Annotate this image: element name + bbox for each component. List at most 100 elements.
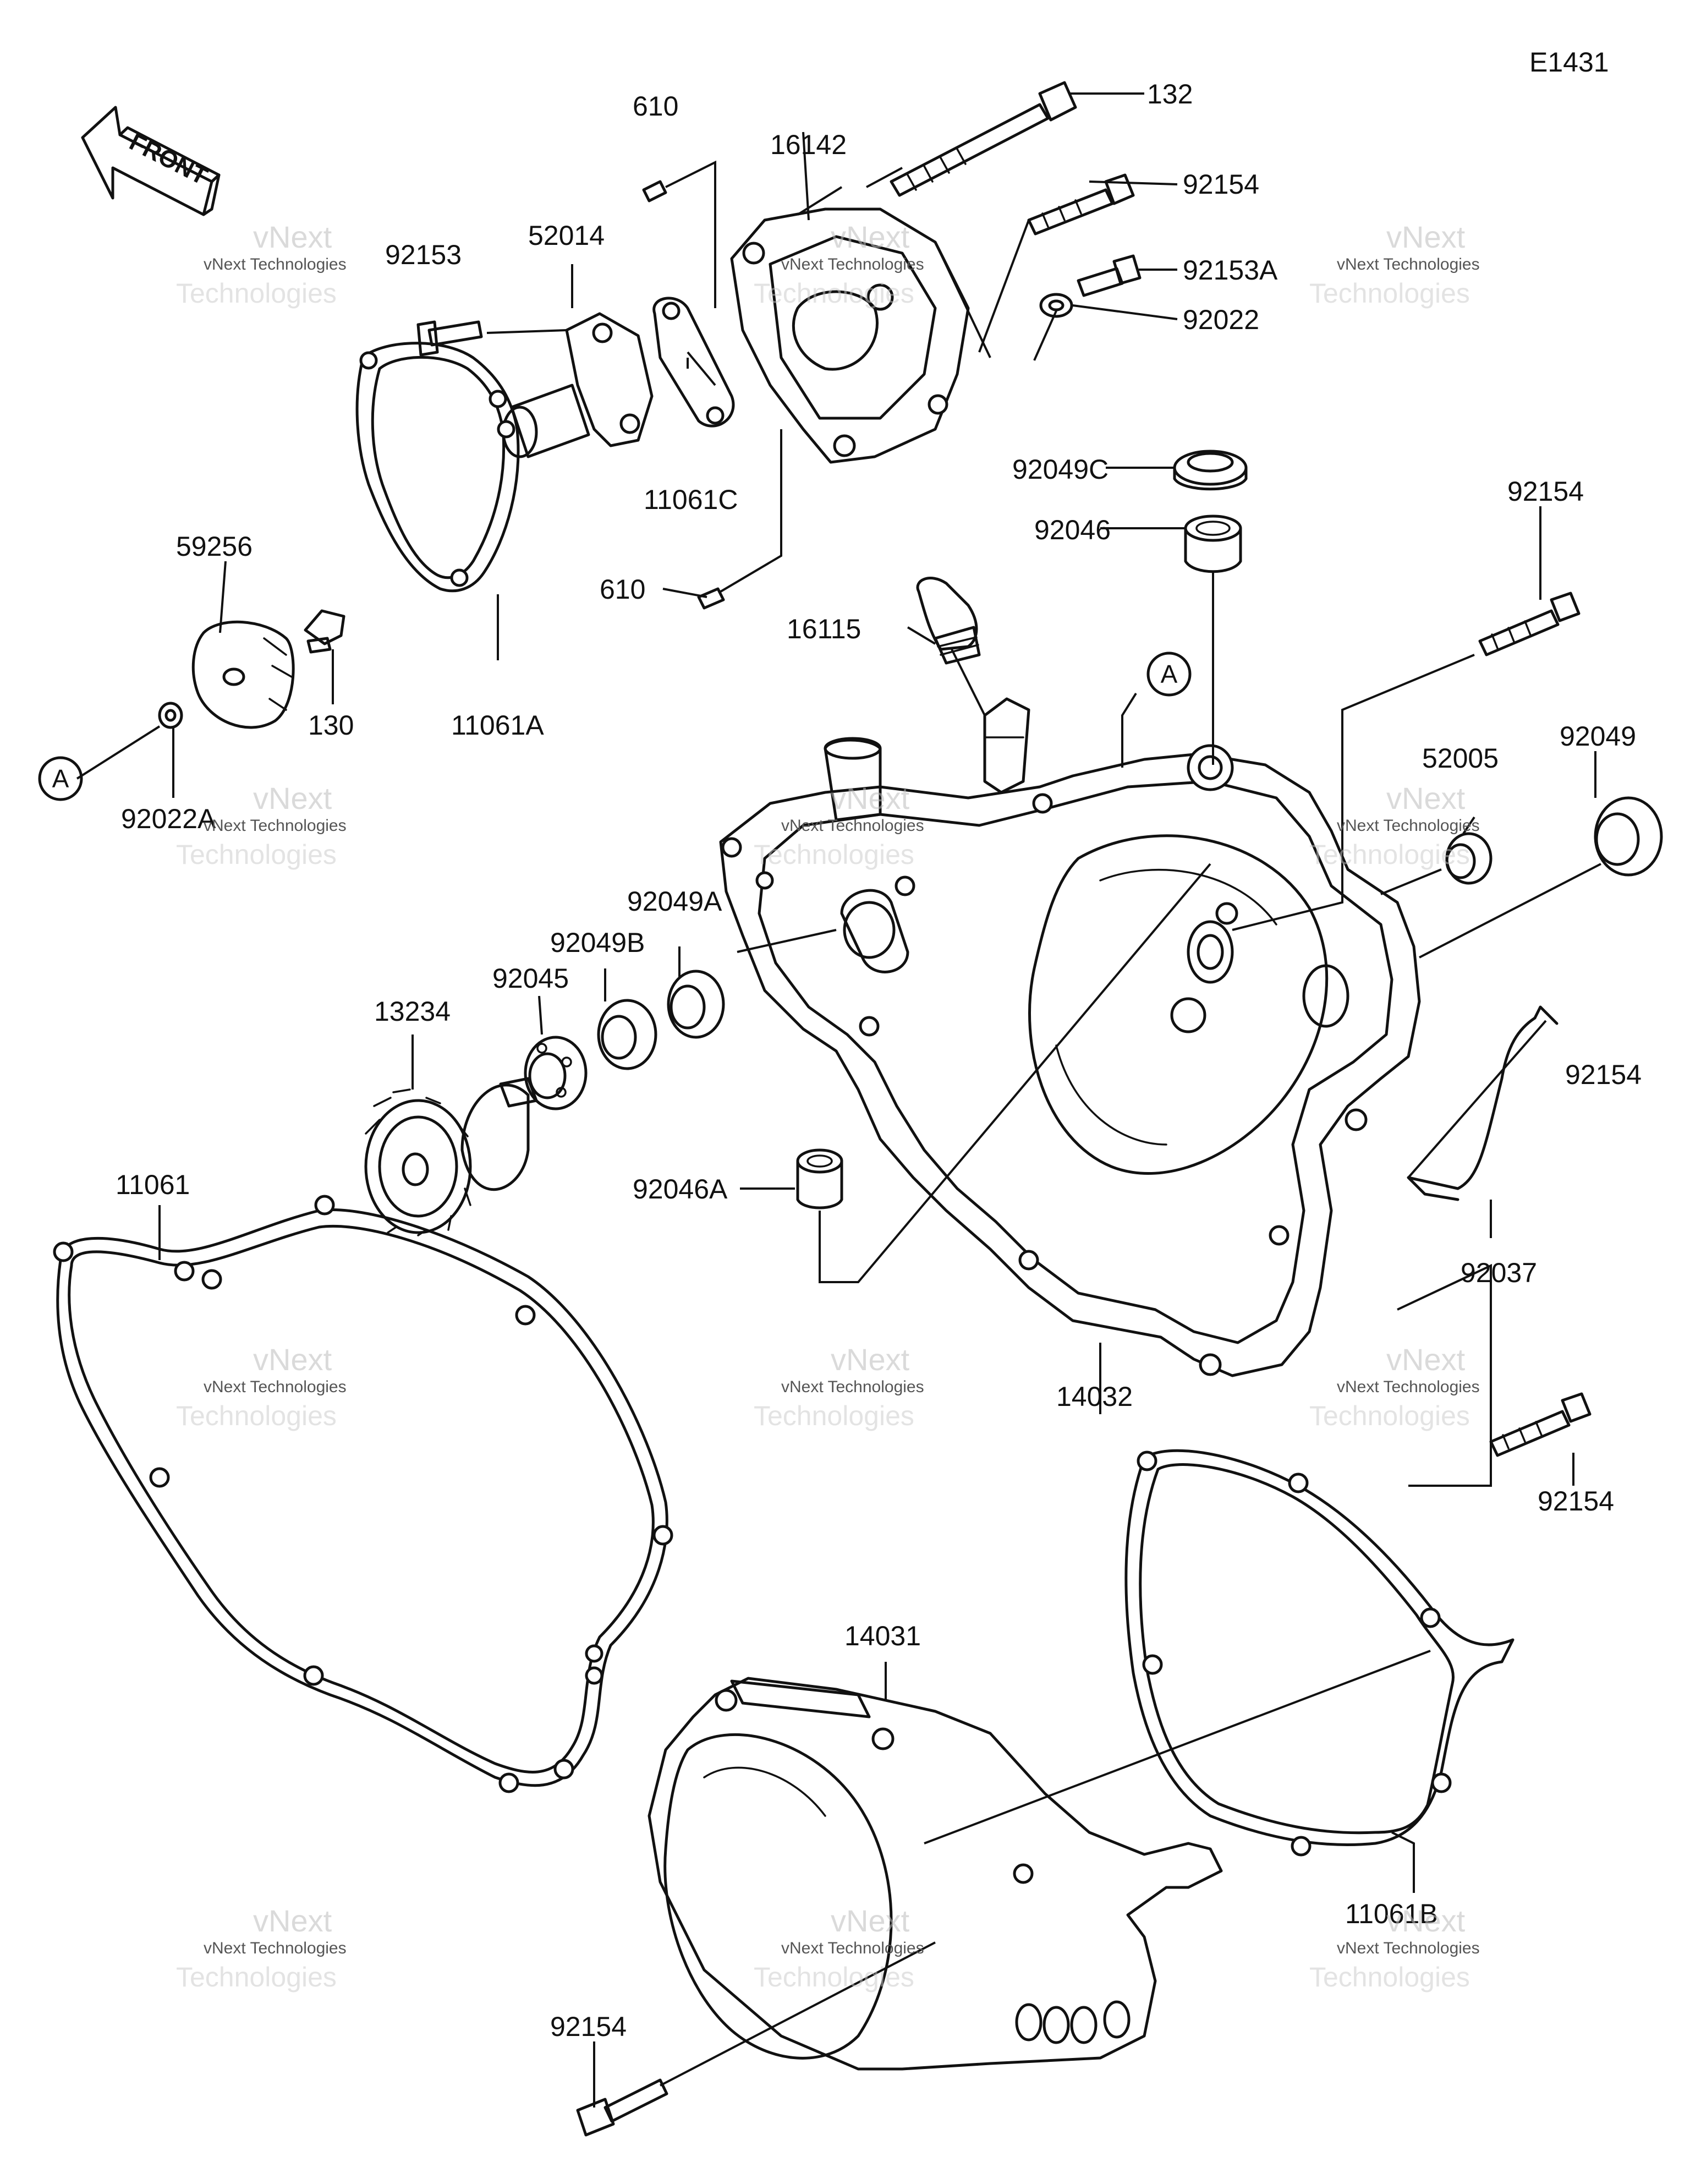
filler-plug-16115[interactable] bbox=[916, 577, 981, 665]
gasket-11061B[interactable] bbox=[1124, 1449, 1515, 1857]
svg-text:vNext Technologies: vNext Technologies bbox=[781, 255, 924, 273]
needle-bearing-92046[interactable] bbox=[1184, 514, 1242, 573]
svg-text:vNext: vNext bbox=[831, 1903, 910, 1938]
generator-cover-14031[interactable] bbox=[648, 1677, 1223, 2071]
needle-bearing-92046A[interactable] bbox=[796, 1148, 843, 1209]
svg-text:vNext Technologies: vNext Technologies bbox=[1337, 1378, 1480, 1396]
svg-text:Technologies: Technologies bbox=[1309, 839, 1470, 870]
label-92037: 92037 bbox=[1461, 1257, 1537, 1288]
bearing-92049B[interactable] bbox=[597, 999, 657, 1070]
label-92154-bottom: 92154 bbox=[550, 2011, 627, 2042]
watermarks: vNext vNext Technologies Technologies vN… bbox=[176, 220, 1480, 1993]
label-92045: 92045 bbox=[492, 963, 569, 994]
label-92049B: 92049B bbox=[550, 927, 645, 958]
dowel-pin-610-bottom[interactable] bbox=[697, 587, 725, 610]
svg-text:vNext Technologies: vNext Technologies bbox=[1337, 1939, 1480, 1957]
bolt-130[interactable] bbox=[304, 609, 345, 654]
hose-clamp-92037[interactable] bbox=[1407, 1005, 1559, 1201]
svg-text:vNext: vNext bbox=[831, 220, 910, 254]
bolt-92154-lower-right[interactable] bbox=[1489, 1392, 1592, 1457]
label-610-bottom: 610 bbox=[600, 574, 645, 605]
reference-marker-a-top: A bbox=[1146, 652, 1192, 697]
leader-lines bbox=[76, 92, 1601, 2108]
washer-92022A[interactable] bbox=[158, 702, 183, 729]
label-14032: 14032 bbox=[1056, 1381, 1133, 1412]
watermark: vNext vNext Technologies Technologies bbox=[1309, 1342, 1480, 1431]
pipe-52014[interactable] bbox=[502, 312, 654, 458]
label-13234: 13234 bbox=[374, 996, 451, 1027]
washer-92022[interactable] bbox=[1039, 293, 1073, 318]
svg-text:vNext Technologies: vNext Technologies bbox=[781, 817, 924, 835]
label-16115: 16115 bbox=[787, 614, 861, 644]
label-92046: 92046 bbox=[1034, 514, 1111, 545]
label-92049A: 92049A bbox=[627, 886, 722, 917]
svg-text:vNext: vNext bbox=[253, 1903, 332, 1938]
pump-shaft-gear-13234[interactable] bbox=[364, 1077, 538, 1236]
svg-text:vNext Technologies: vNext Technologies bbox=[1337, 817, 1480, 835]
gasket-11061A[interactable] bbox=[355, 342, 520, 593]
watermark: vNext vNext Technologies Technologies bbox=[1309, 781, 1480, 870]
label-92022A: 92022A bbox=[121, 803, 216, 834]
oil-seal-92049C[interactable] bbox=[1173, 450, 1248, 491]
svg-text:vNext Technologies: vNext Technologies bbox=[1337, 255, 1480, 273]
label-14031: 14031 bbox=[844, 1621, 921, 1651]
label-130: 130 bbox=[308, 710, 354, 741]
svg-text:A: A bbox=[1161, 660, 1178, 688]
label-59256: 59256 bbox=[176, 531, 253, 562]
svg-text:Technologies: Technologies bbox=[1309, 1400, 1470, 1431]
watermark: vNext vNext Technologies Technologies bbox=[1309, 1903, 1480, 1993]
reference-marker-a-left: A bbox=[38, 756, 83, 801]
svg-text:Technologies: Technologies bbox=[754, 1400, 914, 1431]
watermark: vNext vNext Technologies Technologies bbox=[176, 220, 347, 309]
clutch-cover-14032[interactable] bbox=[719, 697, 1421, 1377]
svg-text:vNext Technologies: vNext Technologies bbox=[204, 1378, 347, 1396]
svg-text:vNext: vNext bbox=[253, 220, 332, 254]
svg-text:vNext: vNext bbox=[831, 1342, 910, 1377]
oil-seal-92049[interactable] bbox=[1594, 796, 1663, 877]
svg-text:Technologies: Technologies bbox=[1309, 1962, 1470, 1993]
gasket-11061[interactable] bbox=[53, 1195, 673, 1793]
bolt-92154-right[interactable] bbox=[1478, 592, 1581, 656]
svg-text:vNext: vNext bbox=[1386, 781, 1466, 815]
label-92154-mid: 92154 bbox=[1565, 1059, 1642, 1090]
ball-bearing-92045[interactable] bbox=[524, 1036, 588, 1110]
bearing-92049A[interactable] bbox=[667, 970, 725, 1039]
label-52005: 52005 bbox=[1422, 743, 1499, 774]
svg-text:vNext Technologies: vNext Technologies bbox=[204, 1939, 347, 1957]
watermark: vNext vNext Technologies Technologies bbox=[754, 1903, 924, 1993]
seal-52005[interactable] bbox=[1445, 832, 1493, 885]
bolt-92153A[interactable] bbox=[1077, 254, 1142, 297]
bolt-92154-top[interactable] bbox=[1027, 173, 1135, 236]
impeller-59256[interactable] bbox=[191, 620, 295, 729]
bolt-92154-bottom[interactable] bbox=[576, 2078, 668, 2137]
svg-text:vNext Technologies: vNext Technologies bbox=[204, 817, 347, 835]
watermark: vNext vNext Technologies Technologies bbox=[754, 1342, 924, 1431]
svg-text:vNext: vNext bbox=[1386, 1342, 1466, 1377]
bolt-92153[interactable] bbox=[416, 320, 483, 357]
label-11061A: 11061A bbox=[451, 710, 544, 741]
svg-text:vNext: vNext bbox=[1386, 1903, 1466, 1938]
watermark: vNext vNext Technologies Technologies bbox=[754, 781, 924, 870]
svg-text:Technologies: Technologies bbox=[754, 839, 914, 870]
front-arrow-icon: FRONT bbox=[81, 106, 221, 216]
svg-text:Technologies: Technologies bbox=[1309, 278, 1470, 309]
pump-cover-16142[interactable] bbox=[730, 207, 970, 464]
watermark: vNext vNext Technologies Technologies bbox=[176, 1342, 347, 1431]
label-92049: 92049 bbox=[1560, 721, 1636, 752]
label-92154-lower-right: 92154 bbox=[1538, 1486, 1614, 1517]
label-92153A: 92153A bbox=[1183, 255, 1278, 286]
label-610-top: 610 bbox=[633, 91, 678, 122]
label-92154-top: 92154 bbox=[1183, 169, 1259, 200]
label-52014: 52014 bbox=[528, 220, 605, 251]
label-11061: 11061 bbox=[116, 1169, 190, 1200]
svg-text:vNext Technologies: vNext Technologies bbox=[781, 1378, 924, 1396]
gasket-11061C[interactable] bbox=[652, 297, 735, 428]
bolt-132[interactable] bbox=[890, 81, 1077, 197]
dowel-pin-610-top[interactable] bbox=[642, 180, 667, 202]
label-92153: 92153 bbox=[385, 239, 462, 270]
part-labels: 132 610 16142 92154 52014 92153 92153A 9… bbox=[116, 79, 1642, 2042]
label-92022: 92022 bbox=[1183, 304, 1259, 335]
watermark: vNext vNext Technologies Technologies bbox=[1309, 220, 1480, 309]
svg-text:Technologies: Technologies bbox=[176, 1962, 337, 1993]
